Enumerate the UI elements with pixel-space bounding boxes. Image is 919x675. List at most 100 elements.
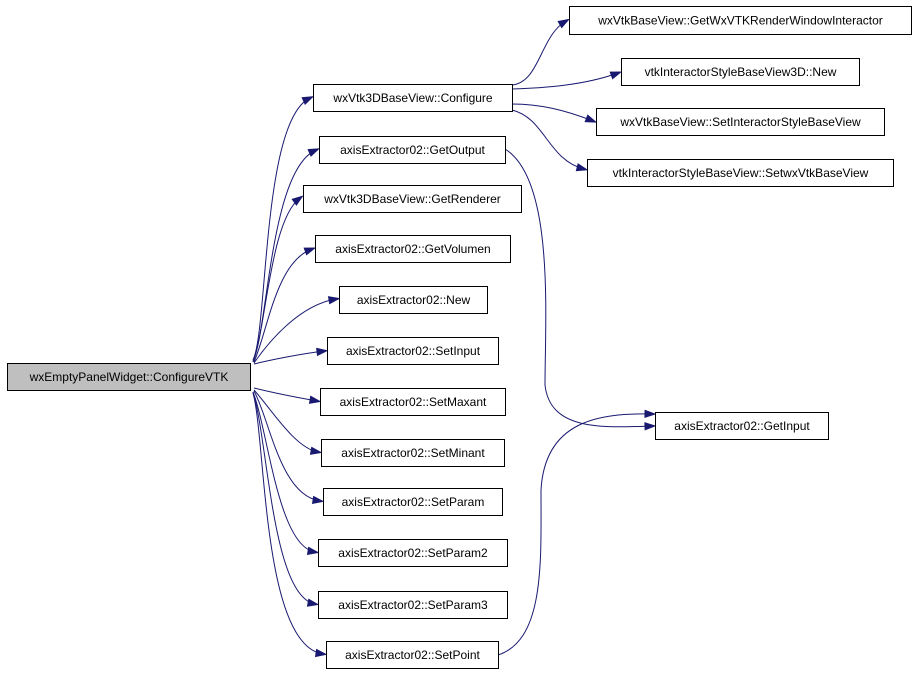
node-label: axisExtractor02::GetOutput	[340, 143, 485, 157]
edge-line	[497, 413, 653, 656]
node-get-input[interactable]: axisExtractor02::GetInput	[655, 412, 829, 440]
node-box	[596, 108, 885, 136]
edge-root-to-set-param	[253, 390, 325, 505]
call-edges	[252, 18, 657, 658]
edge-line	[252, 391, 316, 553]
edge-configure-to-set-style	[511, 103, 598, 123]
edge-set-point-to-get-input	[497, 409, 657, 656]
edge-arrowhead	[308, 395, 322, 404]
edge-line	[252, 97, 311, 361]
node-box	[326, 641, 499, 669]
edge-line	[253, 248, 313, 363]
node-set-point[interactable]: axisExtractor02::SetPoint	[326, 641, 499, 669]
node-set-input[interactable]: axisExtractor02::SetInput	[327, 337, 499, 365]
node-label: wxEmptyPanelWidget::ConfigureVTK	[29, 370, 229, 384]
edge-arrowhead	[303, 247, 317, 256]
edge-arrowhead	[327, 296, 341, 305]
node-label: wxVtk3DBaseView::Configure	[332, 91, 493, 105]
node-box	[621, 58, 860, 86]
node-label: axisExtractor02::SetParam2	[338, 546, 488, 560]
node-set-param3[interactable]: axisExtractor02::SetParam3	[318, 591, 508, 619]
edge-arrowhead	[311, 495, 325, 505]
node-box	[315, 235, 511, 263]
node-label: axisExtractor02::SetInput	[346, 344, 481, 358]
node-get-output[interactable]: axisExtractor02::GetOutput	[319, 136, 506, 164]
node-label: wxVtkBaseView::SetInteractorStyleBaseVie…	[619, 115, 861, 129]
edge-arrowhead	[306, 598, 320, 607]
edge-root-to-get-output	[252, 148, 321, 362]
edge-arrowhead	[307, 148, 321, 157]
edge-arrowhead	[609, 71, 623, 80]
node-label: axisExtractor02::SetParam	[342, 495, 485, 509]
node-box	[587, 159, 894, 187]
node-box	[569, 6, 912, 35]
node-box	[320, 388, 506, 416]
node-get-rwi[interactable]: wxVtkBaseView::GetWxVTKRenderWindowInter…	[569, 6, 912, 35]
node-box	[321, 439, 505, 467]
node-label: axisExtractor02::New	[357, 293, 471, 307]
edge-arrowhead	[316, 347, 329, 357]
edge-root-to-set-param3	[252, 391, 320, 607]
edge-arrowhead	[644, 422, 657, 431]
node-root: wxEmptyPanelWidget::ConfigureVTK	[7, 363, 251, 391]
edge-configure-to-get-rwi	[511, 18, 570, 86]
edge-line	[253, 390, 321, 502]
edge-line	[252, 391, 316, 605]
edge-root-to-set-param2	[252, 391, 320, 555]
node-label: wxVtk3DBaseView::GetRenderer	[323, 192, 501, 206]
edge-line	[511, 72, 619, 90]
edge-arrowhead	[291, 195, 304, 206]
node-box	[7, 363, 251, 391]
edge-arrowhead	[557, 18, 570, 29]
edge-line	[253, 387, 318, 402]
node-box	[655, 412, 829, 440]
node-set-param2[interactable]: axisExtractor02::SetParam2	[318, 539, 508, 567]
node-set-param[interactable]: axisExtractor02::SetParam	[323, 488, 503, 516]
edge-line	[252, 392, 324, 655]
node-set-minant[interactable]: axisExtractor02::SetMinant	[321, 439, 505, 467]
edge-arrowhead	[301, 96, 315, 105]
edge-root-to-configure	[252, 96, 315, 361]
edge-configure-to-style3d-new	[511, 71, 623, 90]
node-box	[339, 286, 488, 314]
function-nodes: wxEmptyPanelWidget::ConfigureVTK wxVtk3DB…	[7, 6, 912, 669]
node-set-maxant[interactable]: axisExtractor02::SetMaxant	[320, 388, 506, 416]
edge-root-to-set-minant	[253, 389, 323, 455]
edge-root-to-get-renderer	[252, 195, 304, 363]
node-get-volumen[interactable]: axisExtractor02::GetVolumen	[315, 235, 511, 263]
edge-line	[253, 298, 337, 364]
node-style3d-new[interactable]: vtkInteractorStyleBaseView3D::New	[621, 58, 860, 86]
edge-line	[253, 350, 325, 365]
edge-arrowhead	[584, 114, 598, 123]
node-box	[318, 591, 508, 619]
node-label: axisExtractor02::GetVolumen	[335, 242, 490, 256]
node-box	[327, 337, 499, 365]
edge-line	[511, 20, 567, 86]
node-set-style[interactable]: wxVtkBaseView::SetInteractorStyleBaseVie…	[596, 108, 885, 136]
node-box	[318, 539, 508, 567]
node-label: axisExtractor02::SetMaxant	[340, 395, 487, 409]
edge-arrowhead	[644, 409, 657, 419]
edge-arrowhead	[306, 546, 320, 555]
node-label: axisExtractor02::GetInput	[674, 419, 810, 433]
edge-root-to-set-input	[253, 347, 329, 365]
edge-line	[252, 149, 317, 362]
node-new[interactable]: axisExtractor02::New	[339, 286, 488, 314]
edge-root-to-set-maxant	[253, 387, 322, 404]
node-label: vtkInteractorStyleBaseView3D::New	[645, 65, 837, 79]
node-configure[interactable]: wxVtk3DBaseView::Configure	[313, 84, 513, 112]
edge-root-to-new	[253, 296, 341, 364]
node-label: wxVtkBaseView::GetWxVTKRenderWindowInter…	[597, 14, 883, 28]
node-set-wxvtk[interactable]: vtkInteractorStyleBaseView::SetwxVtkBase…	[587, 159, 894, 187]
edge-root-to-set-point	[252, 392, 328, 658]
node-label: axisExtractor02::SetParam3	[338, 598, 488, 612]
edge-root-to-get-volumen	[253, 247, 317, 363]
node-box	[303, 185, 522, 213]
node-label: vtkInteractorStyleBaseView::SetwxVtkBase…	[613, 166, 869, 180]
edge-line	[252, 197, 301, 363]
edge-line	[504, 148, 653, 428]
node-get-renderer[interactable]: wxVtk3DBaseView::GetRenderer	[303, 185, 522, 213]
node-box	[323, 488, 503, 516]
node-label: axisExtractor02::SetMinant	[341, 446, 485, 460]
